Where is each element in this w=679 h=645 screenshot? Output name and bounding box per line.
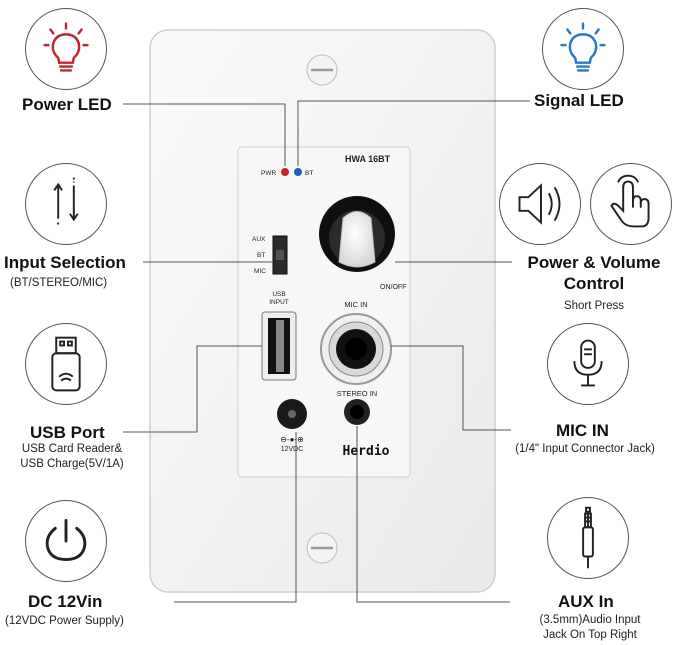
signal-led-title: Signal LED — [534, 91, 624, 110]
input-selection-subtitle: (BT/STEREO/MIC) — [10, 277, 108, 289]
aux-in-subtitle-line2: Jack On Top Right — [543, 629, 637, 641]
stereo-in-label: STEREO IN — [337, 389, 377, 398]
dc-12vin-title: DC 12Vin — [28, 592, 103, 611]
hand-press-icon-circle — [590, 163, 672, 245]
power-icon — [45, 519, 87, 562]
dc-polarity-symbol: ⊖-●-⊕ — [280, 435, 304, 444]
switch-bt-label: BT — [257, 252, 265, 259]
signal-led-icon-circle — [542, 8, 624, 90]
model-label: HWA 16BT — [345, 154, 391, 164]
bt-label: BT — [305, 170, 313, 177]
speaker-icon — [518, 183, 561, 225]
bt-led — [294, 168, 302, 176]
usb-port-subtitle-line1: USB Card Reader& — [21, 443, 123, 455]
lightbulb-red-icon — [43, 22, 89, 72]
aux-in-icon-circle — [547, 497, 629, 579]
mic-in-title: MIC IN — [556, 421, 609, 440]
mic-in-subtitle: (1/4" Input Connector Jack) — [515, 443, 655, 455]
mic-in-jack — [320, 313, 392, 385]
stereo-in-jack — [344, 399, 370, 425]
dc-12vin-icon-circle — [25, 500, 107, 582]
dc-label: 12VDC — [281, 446, 304, 453]
microphone-icon — [573, 339, 603, 387]
knob-label: ON/OFF — [380, 284, 406, 291]
usb-port-subtitle-line2: USB Charge(5V/1A) — [20, 458, 124, 470]
pwr-label: PWR — [261, 170, 276, 177]
usb-port-icon-circle — [25, 323, 107, 405]
power-led-icon-circle — [25, 8, 107, 90]
aux-jack-icon — [582, 506, 594, 569]
speaker-icon-circle — [499, 163, 581, 245]
input-arrows-icon — [53, 177, 79, 227]
leader-lines — [123, 100, 530, 603]
pwr-led — [281, 168, 289, 176]
usb-drive-icon — [51, 336, 81, 392]
inner-panel — [237, 146, 411, 478]
usb-label-line1: USB — [272, 291, 285, 298]
power-volume-title-line2: Control — [563, 274, 625, 293]
input-selection-title: Input Selection — [4, 253, 126, 272]
power-volume-subtitle: Short Press — [563, 300, 625, 312]
hand-press-icon — [610, 174, 650, 228]
input-selector-switch — [272, 235, 288, 275]
switch-aux-label: AUX — [252, 236, 266, 243]
lightbulb-blue-icon — [560, 22, 606, 72]
wall-plate — [149, 29, 496, 593]
usb-label-line2: INPUT — [269, 299, 289, 306]
switch-mic-label: MIC — [254, 268, 266, 275]
power-volume-title-line1: Power & Volume — [527, 253, 661, 272]
volume-knob — [319, 196, 395, 272]
dc-12vin-subtitle: (12VDC Power Supply) — [5, 615, 124, 627]
usb-port — [261, 311, 297, 381]
aux-in-title: AUX In — [558, 592, 614, 611]
dc-jack — [277, 399, 307, 429]
input-selection-icon-circle — [25, 163, 107, 245]
power-led-title: Power LED — [22, 95, 112, 114]
mic-in-icon-circle — [547, 323, 629, 405]
brand-label: Herdio — [343, 444, 390, 459]
aux-in-subtitle-line1: (3.5mm)Audio Input — [539, 614, 641, 626]
bottom-screw — [306, 532, 338, 564]
top-screw — [306, 54, 338, 86]
mic-in-label: MIC IN — [344, 300, 367, 309]
usb-port-title: USB Port — [30, 423, 105, 442]
